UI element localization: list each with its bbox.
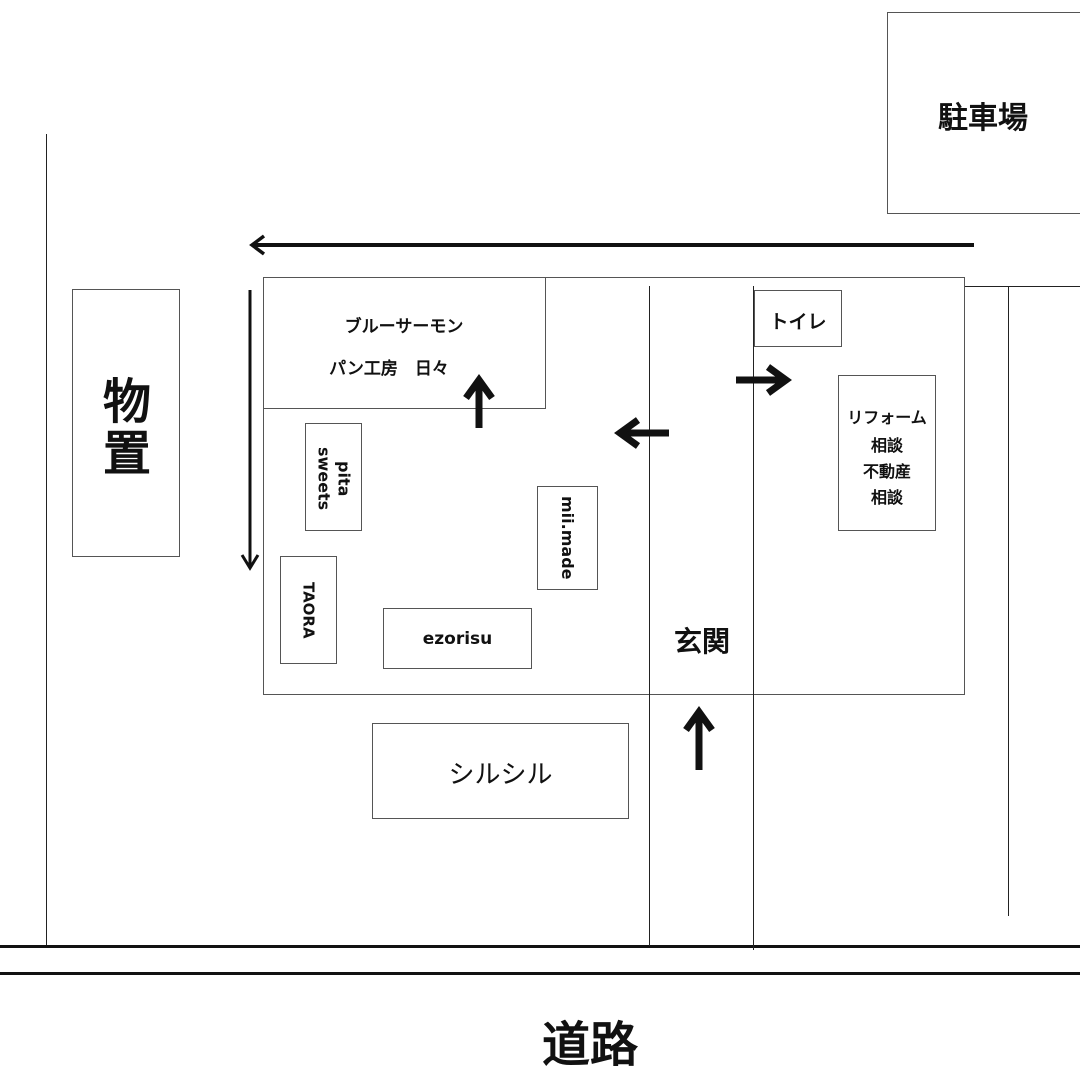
arrow-entrance-up: [683, 706, 715, 770]
booth-pan-kobo-label: パン工房 日々: [329, 359, 449, 379]
main-hall: [263, 277, 965, 695]
corridor-right-line: [753, 286, 754, 950]
booth-reform-realestate: リフォーム 相談 不動産 相談: [838, 375, 936, 531]
corridor-left-line: [649, 286, 650, 946]
entrance-label: 玄関: [673, 625, 730, 658]
booth-reform-line-3: 不動産: [862, 462, 911, 481]
booth-reform-line-4: 相談: [870, 488, 903, 507]
booth-reform-line-1: リフォーム: [847, 408, 927, 427]
parking-lot: 駐車場: [887, 12, 1080, 214]
booth-pita-sweets-label: pita sweets: [314, 447, 354, 511]
booth-taora: TAORA: [280, 556, 337, 664]
storage-shed: 物置: [72, 289, 180, 557]
arrow-top-left: [249, 234, 974, 256]
booth-ezorisu: ezorisu: [383, 608, 532, 669]
arrow-right-toilet: [736, 364, 792, 396]
right-boundary-line: [1008, 286, 1009, 916]
booth-blue-salmon-label: ブルーサーモン: [344, 317, 464, 337]
toilet: トイレ: [754, 290, 842, 347]
booth-taora-label: TAORA: [299, 581, 318, 639]
booth-reform-line-2: 相談: [870, 436, 903, 455]
storage-label: 物置: [94, 376, 150, 480]
road-line-lower: [0, 972, 1080, 975]
booth-blue-salmon-pan-kobo: ブルーサーモン パン工房 日々: [263, 277, 546, 409]
road-line-upper: [0, 945, 1080, 948]
arrow-up-booth: [463, 374, 495, 428]
booth-mii-made-label: mii.made: [558, 496, 577, 580]
right-wall-top-line: [964, 286, 1080, 287]
toilet-label: トイレ: [769, 311, 827, 333]
booth-mii-made: mii.made: [537, 486, 598, 590]
booth-ezorisu-label: ezorisu: [422, 629, 493, 649]
booth-shiru-shiru: シルシル: [372, 723, 629, 819]
left-boundary-line: [46, 134, 47, 946]
road-label: 道路: [541, 1017, 638, 1073]
arrow-left-down: [240, 290, 260, 571]
booth-shiru-shiru-text: シルシル: [448, 760, 553, 790]
parking-label: 駐車場: [938, 101, 1028, 136]
booth-pita-sweets: pita sweets: [305, 423, 362, 531]
arrow-corridor-left: [614, 417, 669, 449]
